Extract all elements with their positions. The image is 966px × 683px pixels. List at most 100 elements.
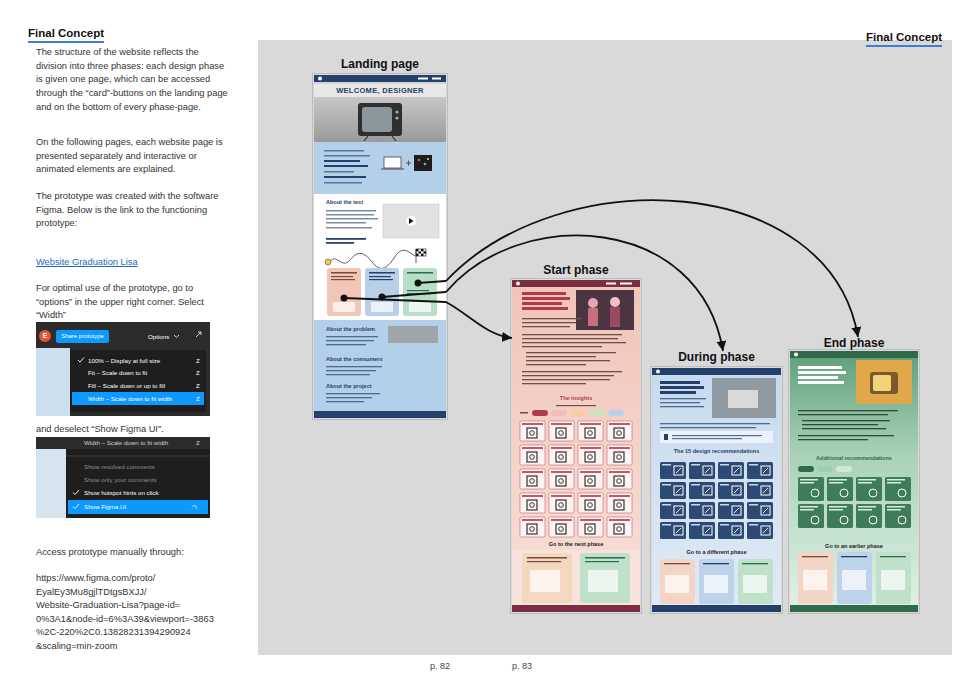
landing-page-screenshot: [418, 78, 428, 80]
start-phase-screenshot: [522, 383, 586, 384]
start-phase-screenshot: [585, 561, 619, 562]
during-phase-screenshot: [660, 398, 706, 399]
landing-page-screenshot: [427, 158, 429, 160]
start-phase-screenshot: [522, 334, 622, 335]
landing-page-screenshot: [364, 136, 396, 141]
start-phase-screenshot: [608, 410, 624, 416]
landing-page-screenshot: [327, 268, 361, 316]
landing-page-screenshot: [326, 340, 374, 341]
end-phase-screenshot: [798, 376, 838, 379]
during-phase-screenshot: [664, 563, 690, 564]
landing-page-screenshot: [406, 161, 411, 166]
start-phase-screenshot: [588, 308, 598, 326]
landing-page-screenshot: [333, 302, 355, 312]
page-text: Width – Scale down to fit width: [88, 395, 172, 403]
figma-ui-screenshot: [36, 437, 210, 518]
landing-page-screenshot: [407, 290, 429, 291]
figma-options-screenshot: [196, 332, 201, 337]
during-phase-screenshot: [660, 381, 700, 384]
start-phase-screenshot: [588, 570, 618, 592]
frame-heading: Start phase: [512, 264, 640, 277]
start-phase-screenshot: [580, 553, 630, 603]
landing-page-screenshot: [388, 326, 438, 343]
landing-page-screenshot: [371, 302, 393, 312]
end-phase-screenshot: [794, 353, 798, 357]
page-text: Share prototype: [56, 330, 109, 343]
start-phase-screenshot: [512, 550, 640, 605]
curved-arrow: [446, 200, 858, 337]
start-phase-screenshot: [570, 410, 586, 416]
end-phase-screenshot: [798, 366, 842, 369]
during-phase-screenshot: [656, 370, 660, 374]
landing-page-screenshot: [379, 294, 386, 301]
figma-ui-screenshot: [36, 449, 66, 518]
start-phase-screenshot: [526, 356, 596, 357]
frame-heading: Landing page: [314, 58, 446, 71]
page-text: 0%3A1&node-id=6%3A39&viewport=-3863: [36, 613, 214, 627]
landing-page-screenshot: [324, 155, 370, 157]
start-phase-screenshot: [588, 298, 598, 308]
end-phase-screenshot: [798, 552, 833, 604]
landing-page-screenshot: [313, 74, 448, 420]
during-phase-screenshot: [665, 575, 689, 593]
page-ground: [258, 40, 952, 655]
page-text: Fill – Scale down or up to fill: [88, 382, 165, 390]
landing-page-screenshot: [331, 272, 357, 274]
landing-page-screenshot: [326, 344, 366, 345]
page-text: Website-Graduation-Lisa?page-id=: [36, 599, 180, 613]
end-phase-screenshot: [870, 372, 898, 394]
page-text: ^\: [192, 503, 197, 511]
figma-options-screenshot: [72, 392, 204, 405]
page-text: Show hotspot hints on click: [84, 489, 159, 497]
end-phase-screenshot: [798, 439, 868, 440]
end-phase-screenshot: [802, 428, 886, 429]
page-frame: Landing page: [314, 58, 446, 418]
page-text: Final Concept: [28, 27, 104, 43]
end-phase-screenshot: [798, 410, 898, 411]
start-phase-screenshot: [511, 279, 642, 614]
page-text: Fit – Scale down to fit: [88, 369, 147, 377]
end-phase-screenshot: [856, 360, 912, 404]
during-phase-screenshot: [660, 402, 700, 403]
landing-page-screenshot: [326, 336, 378, 337]
during-phase-screenshot: [651, 367, 783, 614]
page-text: and deselect “Show Figma UI”.: [36, 423, 164, 437]
landing-page-screenshot: [314, 75, 446, 82]
landing-page-screenshot: [383, 204, 439, 238]
landing-page-screenshot: [419, 251, 422, 253]
page-text: Z: [196, 369, 200, 377]
end-phase-screenshot: [790, 351, 918, 612]
frame-heading: During phase: [652, 351, 781, 364]
landing-page-screenshot: [326, 238, 366, 240]
end-phase-screenshot: [790, 605, 918, 612]
start-phase-screenshot: [532, 410, 548, 416]
start-phase-screenshot: [522, 297, 570, 300]
during-phase-screenshot: [672, 438, 742, 439]
start-phase-screenshot: [522, 379, 610, 380]
landing-page-screenshot: [314, 82, 446, 142]
landing-page-screenshot: [318, 77, 322, 81]
landing-page-screenshot: [369, 272, 395, 274]
landing-page-screenshot: [424, 251, 427, 253]
end-phase-screenshot: [797, 476, 913, 530]
landing-page-screenshot: [369, 276, 391, 277]
landing-page-screenshot: [416, 254, 419, 256]
landing-page-screenshot: [341, 295, 348, 302]
end-phase-screenshot: [798, 414, 888, 415]
start-phase-screenshot: [522, 338, 618, 339]
start-phase-screenshot: [516, 282, 520, 286]
page-text: Final Concept: [866, 31, 942, 47]
start-phase-screenshot: [512, 605, 640, 612]
start-phase-screenshot: [526, 360, 610, 361]
start-phase-screenshot: [610, 297, 620, 307]
landing-page-screenshot: [395, 116, 398, 119]
end-phase-screenshot: [836, 466, 852, 472]
landing-page-screenshot: [314, 411, 446, 418]
during-phase-screenshot: [742, 563, 768, 564]
landing-page-screenshot: [324, 171, 354, 173]
during-phase-screenshot: [652, 368, 781, 375]
end-phase-screenshot: [876, 552, 911, 604]
start-phase-screenshot: [519, 420, 635, 540]
